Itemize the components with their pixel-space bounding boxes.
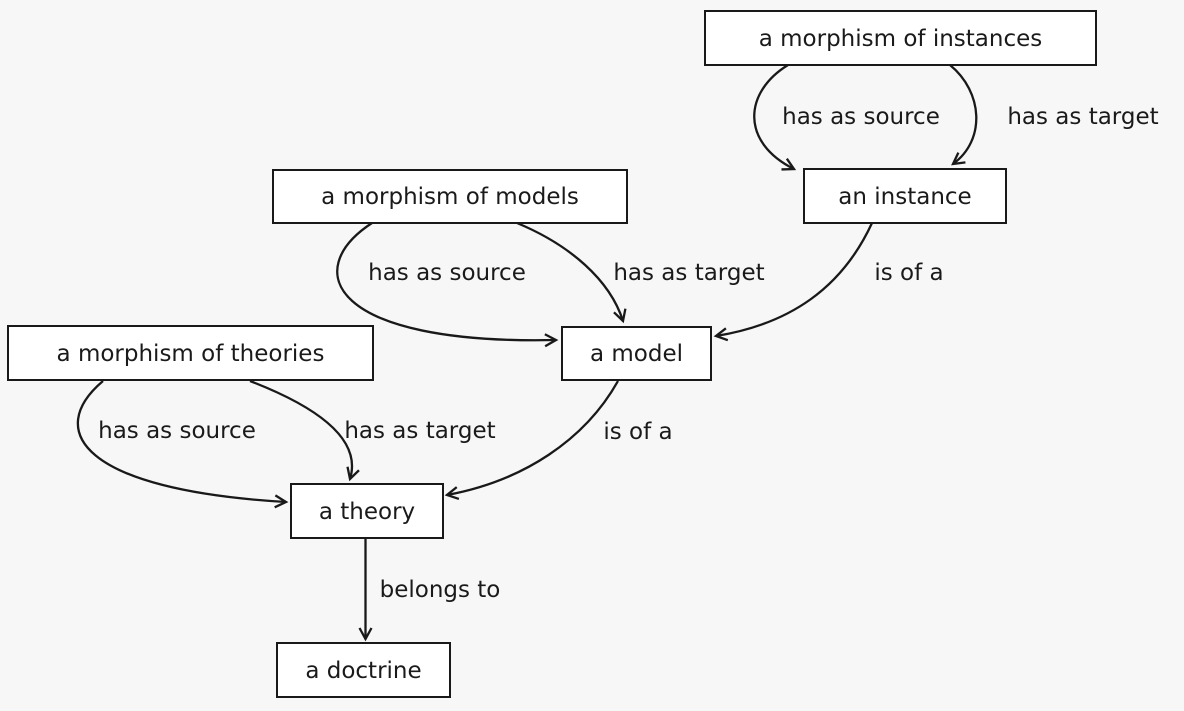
node-a-model: a model [561,326,712,381]
edge-a-model-is-of-a-a-theory [444,380,620,500]
edge-label-has-as-source-models: has as source [368,260,526,286]
node-a-morphism-of-models: a morphism of models [272,169,628,224]
edge-label-group: has as source has as target has as sourc… [98,104,1159,603]
node-box-a-morphism-of-theories [7,325,374,381]
node-label-a-morphism-of-instances: a morphism of instances [759,26,1043,52]
node-box-a-morphism-of-models [272,169,628,224]
edge-morphism-of-models-has-as-source-a-model [336,222,559,348]
node-a-doctrine: a doctrine [276,642,451,698]
node-an-instance: an instance [803,168,1007,224]
edge-label-is-of-a-instance: is of a [874,260,943,286]
edge-label-has-as-target-models: has as target [613,260,764,286]
edge-label-is-of-a-model: is of a [603,419,672,445]
node-box-a-morphism-of-instances [704,10,1097,66]
edge-group [76,64,978,642]
edge-morphism-of-instances-has-as-target-an-instance [949,64,978,166]
node-box-a-doctrine [276,642,451,698]
node-label-an-instance: an instance [838,184,971,210]
node-label-a-theory: a theory [319,499,415,525]
node-box-an-instance [803,168,1007,224]
node-label-a-morphism-of-theories: a morphism of theories [57,341,325,367]
edge-morphism-of-theories-has-as-target-a-theory [249,379,360,482]
edge-an-instance-is-of-a-a-model [713,222,874,342]
edge-morphism-of-instances-has-as-source-an-instance [753,64,797,171]
node-a-morphism-of-instances: a morphism of instances [704,10,1097,66]
edge-label-has-as-target-theories: has as target [344,418,495,444]
node-a-morphism-of-theories: a morphism of theories [7,325,374,381]
edge-label-has-as-source-theories: has as source [98,418,256,444]
edge-morphism-of-models-has-as-target-a-model [516,221,627,324]
node-a-theory: a theory [290,483,444,539]
node-box-a-model [561,326,712,381]
node-label-a-doctrine: a doctrine [305,658,421,684]
node-label-a-morphism-of-models: a morphism of models [321,184,579,210]
node-label-a-model: a model [590,341,683,367]
node-group: a morphism of instances an instance a mo… [7,10,1097,698]
edge-morphism-of-theories-has-as-source-a-theory [76,380,289,509]
node-box-a-theory [290,483,444,539]
edge-label-belongs-to: belongs to [380,577,501,603]
edge-label-has-as-source-instances: has as source [782,104,940,130]
edge-label-has-as-target-instances: has as target [1007,104,1158,130]
